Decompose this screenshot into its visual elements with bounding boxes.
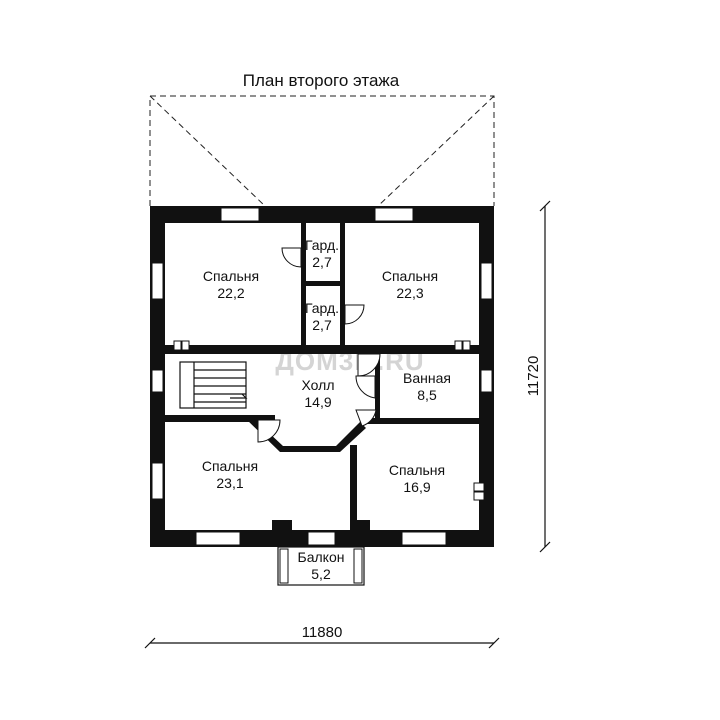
room-name: Спальня [382, 268, 438, 284]
door [257, 419, 281, 443]
room-area: 22,3 [396, 285, 423, 301]
door [355, 409, 377, 427]
dimension-width: 11880 [144, 624, 500, 649]
room-name: Спальня [202, 458, 258, 474]
window [480, 262, 493, 300]
room-name: Гард. [305, 237, 339, 253]
room-name: Холл [302, 377, 335, 393]
room-area: 2,7 [312, 254, 332, 270]
roof-outline [149, 95, 495, 207]
room-area: 2,7 [312, 317, 332, 333]
room-area: 8,5 [417, 387, 437, 403]
room-area: 23,1 [216, 475, 243, 491]
room-name: Ванная [403, 370, 451, 386]
window [401, 531, 447, 546]
window [195, 531, 241, 546]
balcony [272, 520, 370, 586]
fixture [181, 340, 190, 351]
room-area: 5,2 [311, 566, 331, 582]
fixture [454, 340, 463, 351]
room-area: 14,9 [304, 394, 331, 410]
doors [257, 247, 381, 443]
plan-title: План второго этажа [243, 71, 400, 90]
room-area: 22,2 [217, 285, 244, 301]
room-area: 16,9 [403, 479, 430, 495]
windows [151, 207, 493, 546]
room-labels: Спальня 22,2 Гард. 2,7 Гард. 2,7 Спальня… [202, 237, 451, 582]
interior-walls [165, 223, 479, 530]
window [220, 207, 260, 222]
width-label: 11880 [302, 624, 343, 641]
height-label: 11720 [525, 356, 542, 397]
window [480, 369, 493, 393]
window [151, 369, 164, 393]
fixtures [173, 340, 485, 501]
window [307, 531, 336, 546]
window [151, 462, 164, 500]
fixture [473, 491, 485, 501]
window [374, 207, 414, 222]
room-name: Балкон [298, 549, 345, 565]
room-name: Спальня [389, 462, 445, 478]
door [281, 247, 302, 268]
fixture [473, 482, 485, 492]
fixture [462, 340, 471, 351]
dimension-height: 11720 [525, 200, 551, 553]
staircase [179, 361, 248, 409]
door [344, 304, 365, 325]
fixture [173, 340, 182, 351]
room-name: Спальня [203, 268, 259, 284]
door [355, 375, 376, 399]
room-name: Гард. [305, 300, 339, 316]
window [151, 262, 164, 300]
door [357, 353, 381, 377]
